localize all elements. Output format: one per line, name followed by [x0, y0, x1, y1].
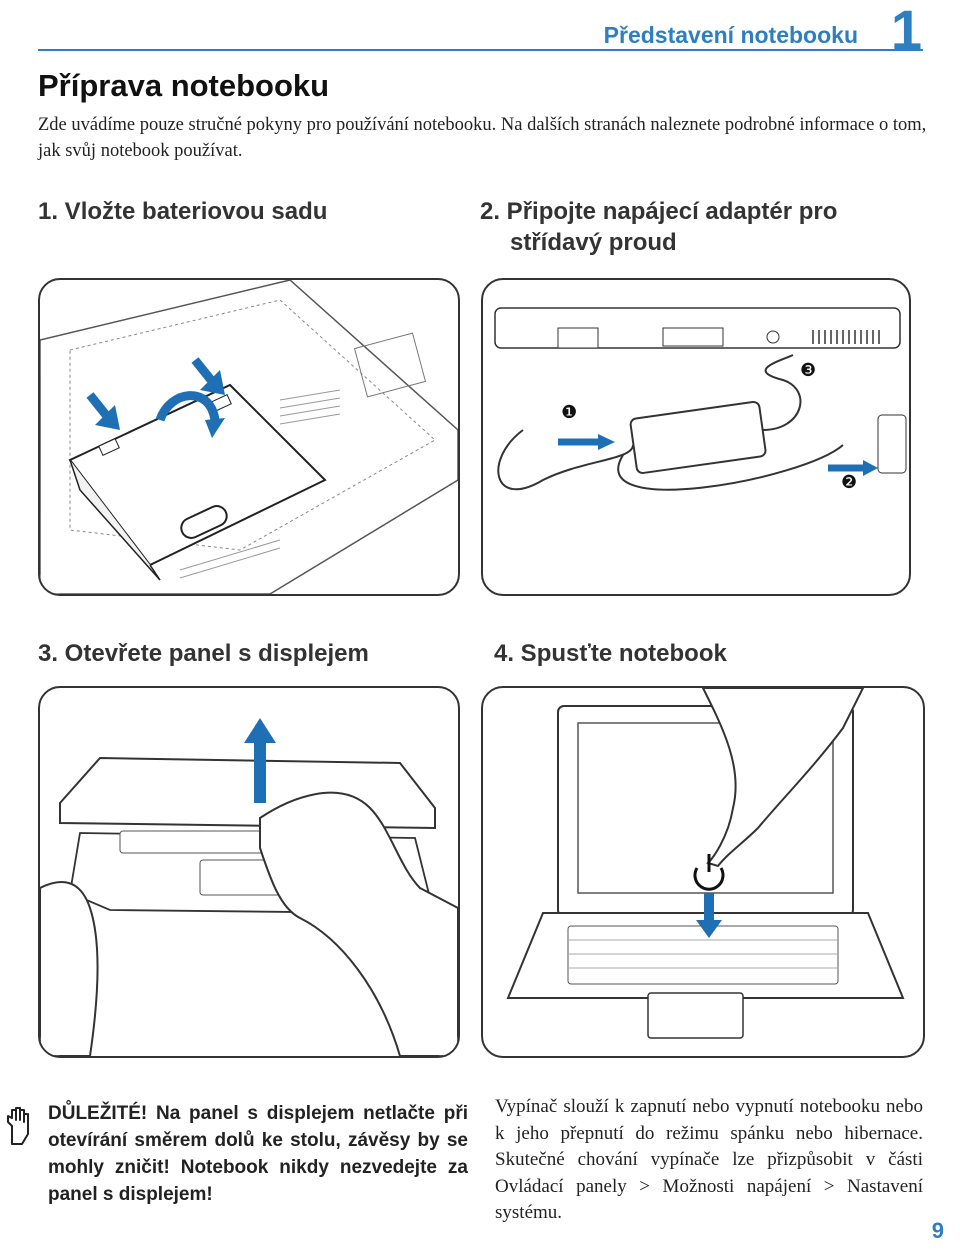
important-note: DŮLEŽITÉ! Na panel s displejem netlačte …: [48, 1100, 468, 1208]
hand-pointing-icon: [7, 1107, 29, 1145]
open-display-illustration: [38, 686, 460, 1058]
important-label: DŮLEŽITÉ!: [48, 1103, 148, 1124]
important-text: Na panel s displejem netlačte při otevír…: [48, 1103, 468, 1205]
step-1-label: 1. Vložte bateriovou sadu: [38, 198, 328, 225]
header-rule: [38, 49, 923, 51]
battery-illustration: [38, 278, 460, 596]
section-title: Příprava notebooku: [38, 68, 330, 103]
step-2-label-line1: 2. Připojte napájecí adaptér pro: [480, 198, 838, 225]
page-number: 9: [931, 1218, 944, 1243]
battery-drawing: [40, 280, 458, 594]
power-note: Vypínač slouží k zapnutí nebo vypnutí no…: [495, 1096, 923, 1223]
chapter-number: 1: [890, 0, 922, 61]
step-4-label: 4. Spusťte notebook: [494, 640, 727, 667]
power-on-illustration: [481, 686, 925, 1058]
open-display-drawing: [40, 718, 458, 1056]
step-3-label: 3. Otevřete panel s displejem: [38, 640, 369, 667]
intro-paragraph: Zde uvádíme pouze stručné pokyny pro pou…: [38, 115, 927, 161]
adapter-illustration: ❶ ❷ ❸: [481, 278, 911, 596]
adapter-drawing: ❶ ❷ ❸: [494, 307, 907, 493]
callout-2: ❷: [841, 472, 857, 493]
callout-1: ❶: [561, 402, 577, 423]
chapter-title: Představení notebooku: [603, 22, 858, 48]
callout-3: ❸: [800, 360, 816, 381]
power-icon: [693, 854, 725, 891]
step-2-label-line2: střídavý proud: [510, 229, 677, 256]
power-on-drawing: [506, 688, 905, 1039]
